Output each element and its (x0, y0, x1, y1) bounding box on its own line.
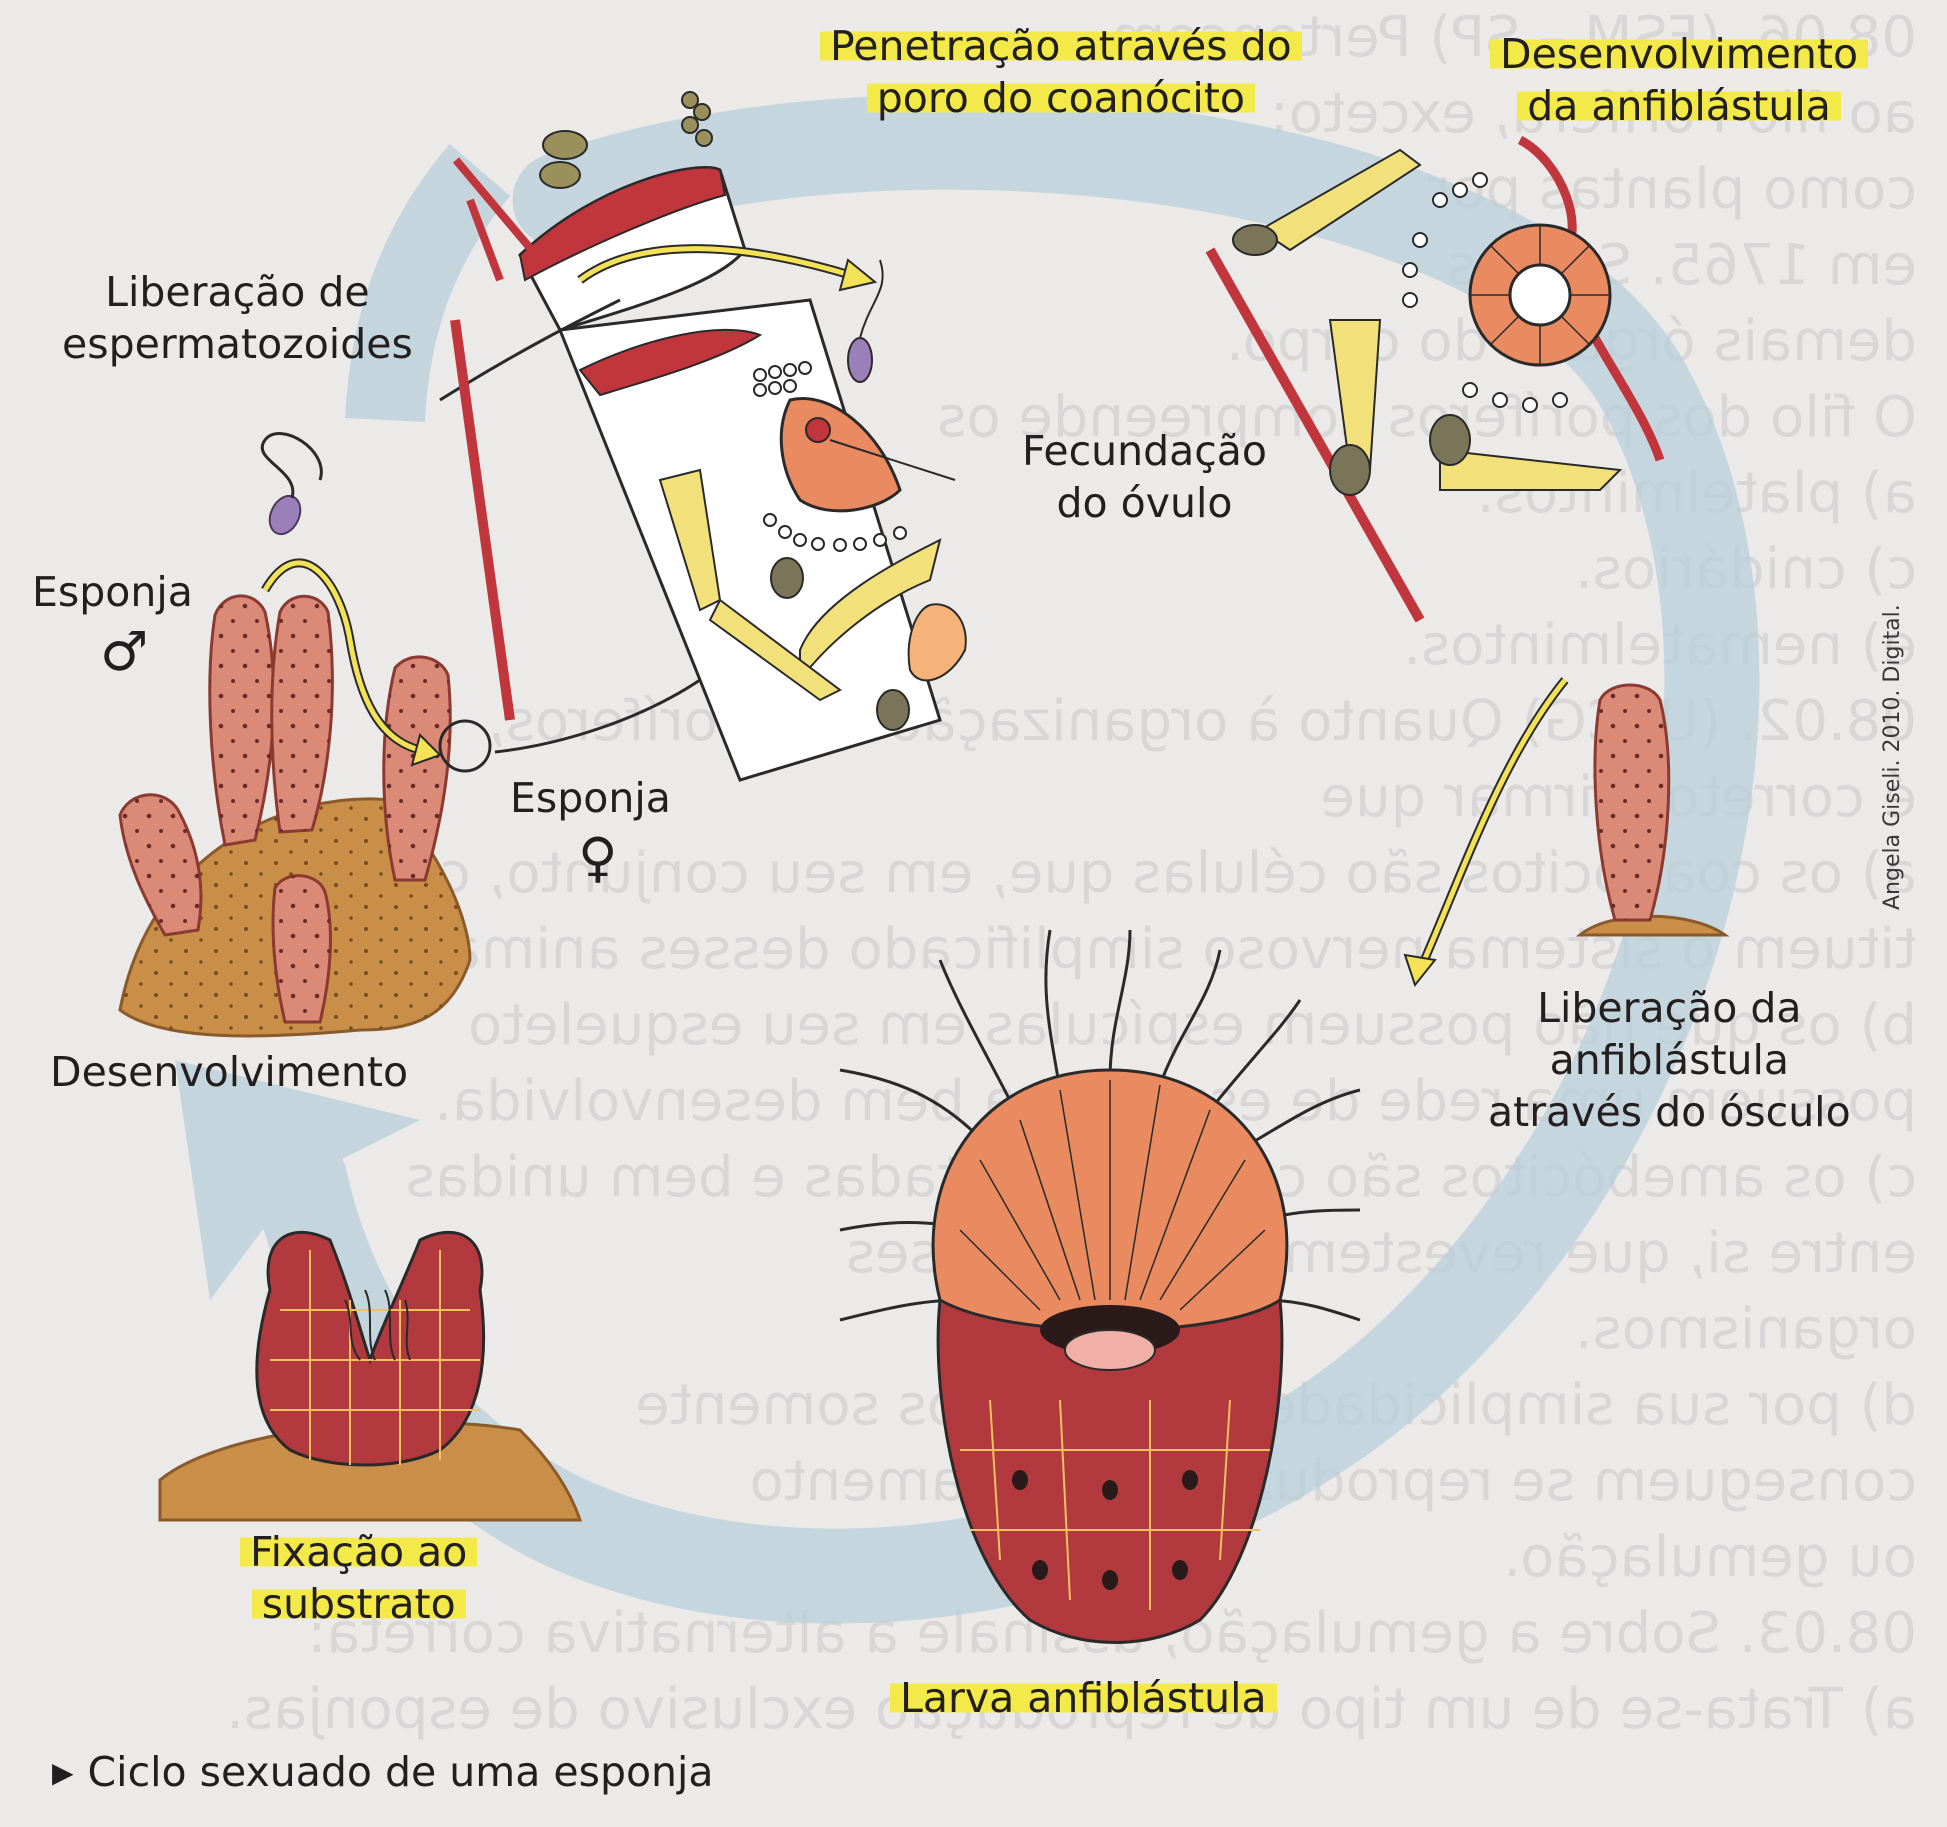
label-desenvolvimento-anfiblastula-line1: Desenvolvimento (1500, 30, 1859, 78)
label-desenvolvimento-anfiblastula: Desenvolvimento da anfiblástula (1490, 28, 1869, 132)
label-liberacao-anfiblastula: Liberação da anfiblástula através do ósc… (1488, 982, 1851, 1138)
label-fixacao-line1: Fixação ao (250, 1528, 468, 1576)
label-fecundacao-line1: Fecundação (1022, 427, 1267, 475)
label-desenvolvimento: Desenvolvimento (50, 1048, 409, 1096)
label-desenvolvimento-anfiblastula-line2: da anfiblástula (1527, 82, 1831, 130)
label-larva-text: Larva anfiblástula (900, 1674, 1267, 1722)
label-esponja-femea: Esponja (510, 774, 671, 822)
label-penetracao-line1: Penetração através do (830, 22, 1292, 70)
female-symbol: ♀ (578, 826, 618, 889)
label-esponja-macho: Esponja (32, 568, 193, 616)
label-larva: Larva anfiblástula (890, 1672, 1277, 1724)
label-penetracao: Penetração através do poro do coanócito (820, 20, 1302, 124)
label-penetracao-line2: poro do coanócito (876, 74, 1245, 122)
label-liberacao-espermatozoides: Liberação de espermatozoides (62, 266, 413, 370)
fertilization-illustration (439, 91, 967, 782)
caption-bullet-icon: ▶ (52, 1756, 74, 1789)
label-liberacao-espermatozoides-line2: espermatozoides (62, 320, 413, 368)
label-fecundacao-line2: do óvulo (1056, 479, 1233, 527)
male-symbol: ♂ (100, 620, 149, 683)
adult-sponge-illustration (118, 432, 722, 1038)
caption-text: Ciclo sexuado de uma esponja (87, 1748, 714, 1796)
amphiblastula-development-illustration (1205, 135, 1665, 988)
label-fixacao: Fixação ao substrato (240, 1526, 478, 1630)
label-fecundacao: Fecundação do óvulo (1022, 425, 1267, 529)
label-liberacao-anfiblastula-line2: anfiblástula (1549, 1036, 1790, 1084)
amphiblastula-larva-illustration (839, 929, 1361, 1644)
sperm-cell (260, 432, 323, 536)
label-fixacao-line2: substrato (261, 1580, 456, 1628)
label-liberacao-anfiblastula-line1: Liberação da (1537, 984, 1802, 1032)
figure-caption: ▶ Ciclo sexuado de uma esponja (52, 1748, 714, 1796)
label-liberacao-espermatozoides-line1: Liberação de (105, 268, 370, 316)
image-credit: Angela Giseli. 2010. Digital. (1880, 604, 1905, 910)
fixation-illustration (158, 1230, 583, 1522)
label-liberacao-anfiblastula-line3: através do ósculo (1488, 1088, 1851, 1136)
sponge-osculum-illustration (1575, 683, 1730, 937)
